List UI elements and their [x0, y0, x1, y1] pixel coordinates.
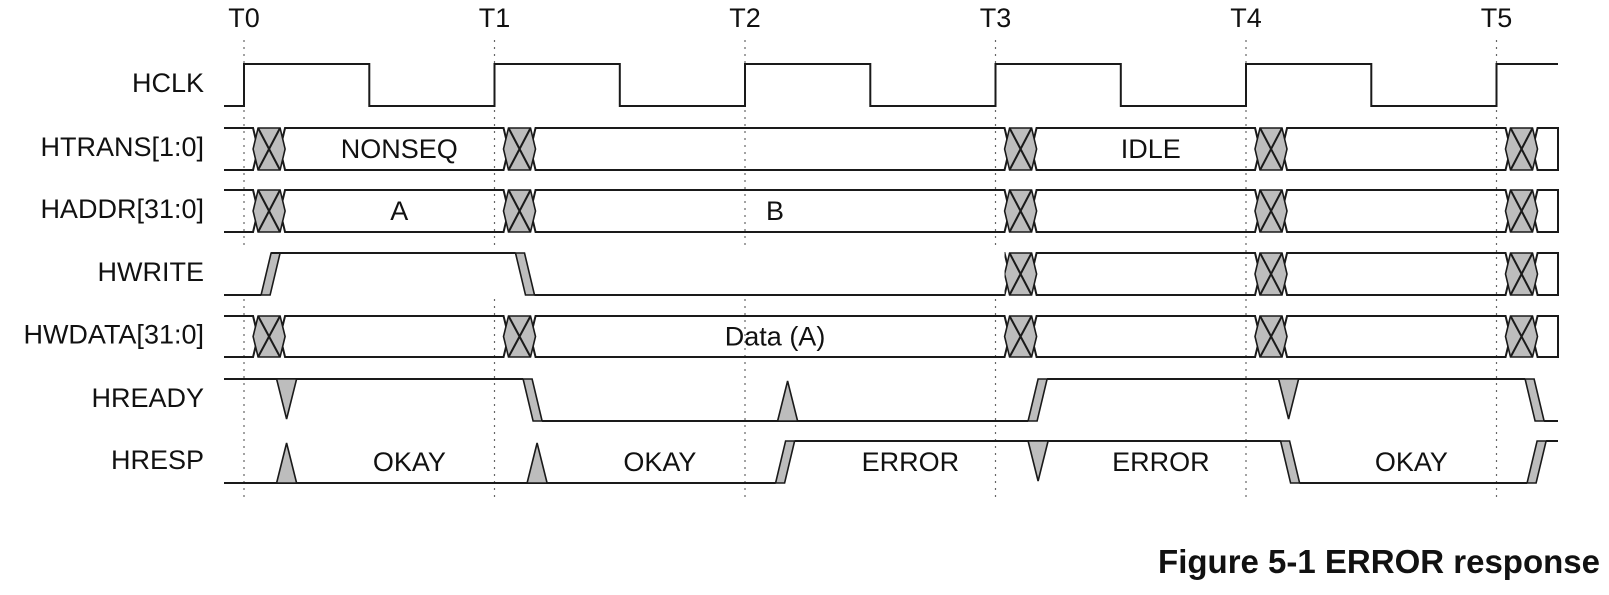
hwrite-bus-crossing-line [1008, 252, 1033, 296]
time-label-t1: T1 [479, 3, 511, 33]
haddr-segment [1281, 189, 1512, 233]
signal-label-hresp: HRESP [111, 445, 204, 475]
hresp-value-label: ERROR [1112, 447, 1210, 477]
hwdata-crossing-line [1008, 315, 1033, 358]
time-label-t0: T0 [228, 3, 260, 33]
hready-glitch [1277, 378, 1300, 420]
hresp-value-label: ERROR [862, 447, 960, 477]
hresp-value-label: OKAY [1375, 447, 1448, 477]
hwdata-segment [1030, 315, 1262, 358]
haddr-segment [1030, 189, 1262, 233]
hwrite-bus-segment [1030, 252, 1262, 296]
hready-rise-edge [1027, 378, 1049, 422]
htrans-crossing-line [1259, 127, 1283, 171]
haddr-crossing-line [507, 189, 532, 233]
hresp-value-label: OKAY [373, 447, 446, 477]
hwdata-segment [1281, 315, 1512, 358]
hresp-glitch [1027, 440, 1050, 482]
hwdata-crossing-line [1509, 315, 1534, 358]
hwdata-segment [1531, 315, 1559, 358]
haddr-crossing-line [1509, 189, 1534, 233]
hresp-glitch [275, 442, 298, 484]
hwdata-segment [279, 315, 510, 358]
hready-glitch [776, 380, 799, 422]
hready-fall-edge [1524, 378, 1546, 422]
time-label-t5: T5 [1481, 3, 1513, 33]
hready-fall-edge [522, 378, 544, 422]
htrans-crossing-line [507, 127, 532, 171]
hresp-rise-edge [774, 440, 796, 484]
hwdata-value-label: Data (A) [725, 322, 826, 352]
hwdata-crossing-line [507, 315, 532, 358]
time-label-t4: T4 [1230, 3, 1262, 33]
signal-label-hready: HREADY [91, 383, 204, 413]
hresp-glitch [526, 442, 549, 484]
haddr-segment [1531, 189, 1559, 233]
hclk-waveform [224, 63, 1558, 107]
hwrite-bus-crossing-line [1259, 252, 1283, 296]
htrans-crossing-line [257, 127, 281, 171]
hwrite-bus-segment [1531, 252, 1559, 296]
haddr-crossing-line [1259, 189, 1283, 233]
haddr-value-label: A [390, 196, 408, 226]
hresp-fall-edge [1279, 440, 1301, 484]
hwrite-bus-crossing-line [1509, 252, 1534, 296]
htrans-segment [1281, 127, 1512, 171]
haddr-crossing-line [1008, 189, 1033, 233]
haddr-crossing-line [257, 189, 281, 233]
signal-label-hwdata: HWDATA[31:0] [23, 320, 204, 350]
htrans-segment [1531, 127, 1559, 171]
hwrite-bus-segment [1281, 252, 1512, 296]
hready-glitch [275, 378, 298, 420]
htrans-value-label: NONSEQ [341, 134, 458, 164]
hwdata-crossing-line [257, 315, 281, 358]
hresp-value-label: OKAY [623, 447, 696, 477]
htrans-crossing-line [1008, 127, 1033, 171]
haddr-value-label: B [766, 196, 784, 226]
htrans-crossing-line [1509, 127, 1534, 171]
signal-label-hwrite: HWRITE [98, 257, 204, 287]
signal-label-haddr: HADDR[31:0] [40, 194, 204, 224]
signal-label-htrans: HTRANS[1:0] [40, 132, 204, 162]
figure-caption: Figure 5-1 ERROR response [1158, 543, 1600, 580]
htrans-value-label: IDLE [1121, 134, 1181, 164]
time-label-t2: T2 [729, 3, 761, 33]
signal-label-hclk: HCLK [132, 68, 204, 98]
hresp-rise-edge [1526, 440, 1548, 484]
htrans-segment [529, 127, 1011, 171]
time-label-t3: T3 [980, 3, 1012, 33]
hwrite-mask [222, 250, 1005, 298]
hwdata-crossing-line [1259, 315, 1283, 358]
